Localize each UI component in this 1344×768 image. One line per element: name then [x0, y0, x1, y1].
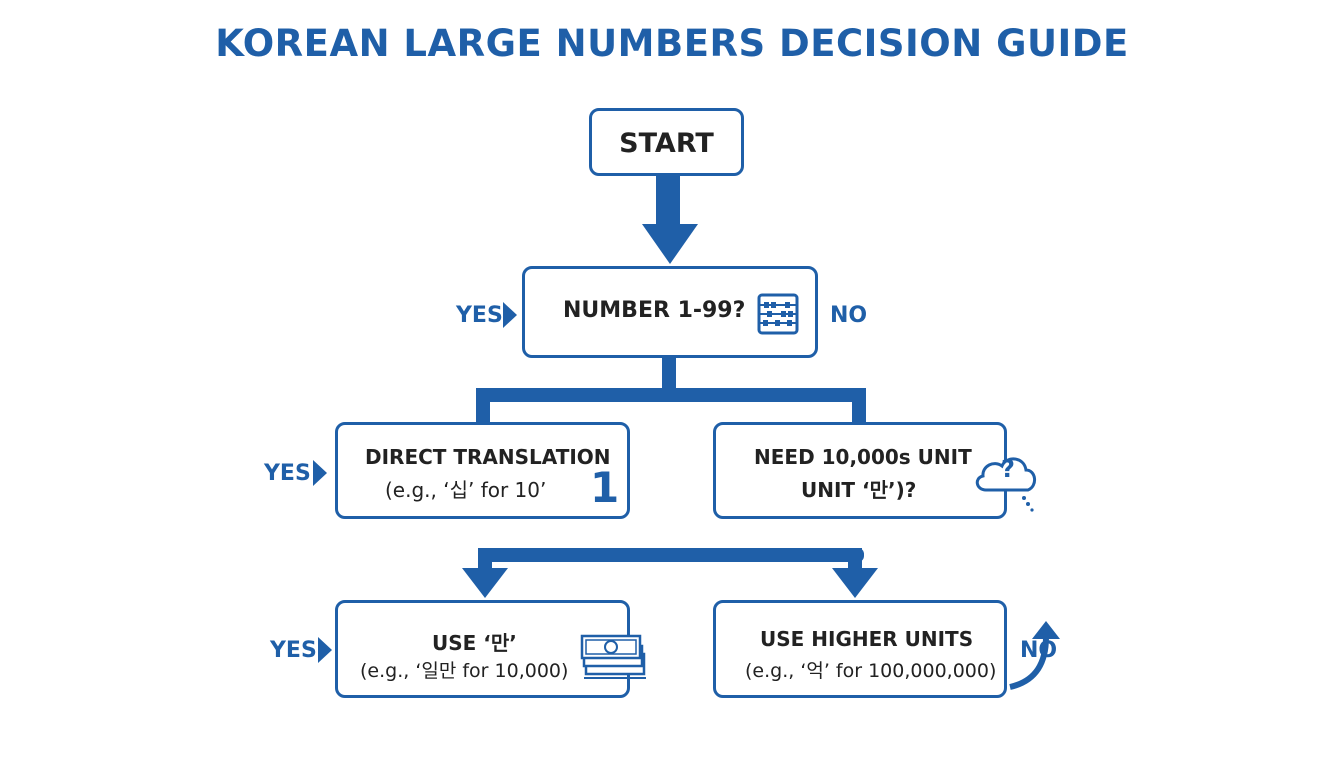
- direct-line2: (e.g., ‘십’ for 10’: [385, 478, 547, 502]
- q2-branch-bar: [478, 548, 864, 562]
- q1-branch-left: [476, 388, 490, 424]
- cloud-question-mark: ?: [1001, 455, 1015, 483]
- yes-arrow-q1: [503, 302, 517, 328]
- curved-arrow-up-icon: [1009, 621, 1060, 690]
- page-title: KOREAN LARGE NUMBERS DECISION GUIDE: [215, 22, 1129, 65]
- q1-branch-stem: [662, 356, 676, 394]
- use-man-line2: (e.g., ‘일만 for 10,000): [360, 660, 569, 682]
- q2-branch-left-stem: [478, 548, 492, 570]
- use-higher-units-node: USE HIGHER UNITS (e.g., ‘억’ for 100,000,…: [713, 600, 1007, 698]
- cloud-question-icon: [975, 457, 1036, 512]
- no-label-higher: NO: [1020, 638, 1058, 663]
- number-one-icon: 1: [590, 463, 620, 512]
- number-1-99-question-node: NUMBER 1-99?: [522, 266, 818, 358]
- use-man-node: USE ‘만’ (e.g., ‘일만 for 10,000): [335, 600, 630, 698]
- yes-label-direct: YES: [264, 461, 311, 486]
- start-arrow-shaft: [656, 174, 680, 226]
- need-10000s-unit-question-node: NEED 10,000s UNIT UNIT ‘만’)?: [713, 422, 1007, 519]
- higher-line1: USE HIGHER UNITS: [760, 627, 974, 651]
- yes-arrow-use-man: [318, 637, 332, 663]
- q1-text: NUMBER 1-99?: [563, 298, 746, 323]
- q1-branch-right: [852, 388, 866, 424]
- q1-branch-bar: [476, 388, 866, 402]
- q2-line2: UNIT ‘만’)?: [801, 478, 917, 502]
- yes-arrow-direct: [313, 460, 327, 486]
- q2-branch-left-head: [462, 568, 508, 598]
- yes-label-q1: YES: [456, 303, 503, 328]
- yes-label-use-man: YES: [270, 638, 317, 663]
- direct-line1: DIRECT TRANSLATION: [365, 445, 611, 469]
- q2-branch-right-head: [832, 568, 878, 598]
- start-node: START: [589, 108, 744, 176]
- direct-translation-node: DIRECT TRANSLATION (e.g., ‘십’ for 10’ 1: [335, 422, 630, 519]
- abacus-icon: [757, 293, 799, 335]
- start-arrow-head: [642, 224, 698, 264]
- q2-branch-right-stem: [848, 548, 862, 570]
- q2-line1: NEED 10,000s UNIT: [754, 445, 972, 469]
- money-stack-icon: [580, 634, 646, 679]
- start-text: START: [619, 128, 714, 159]
- use-man-line1: USE ‘만’: [432, 631, 517, 655]
- no-label-q1: NO: [830, 303, 868, 328]
- higher-line2: (e.g., ‘억’ for 100,000,000): [745, 660, 997, 682]
